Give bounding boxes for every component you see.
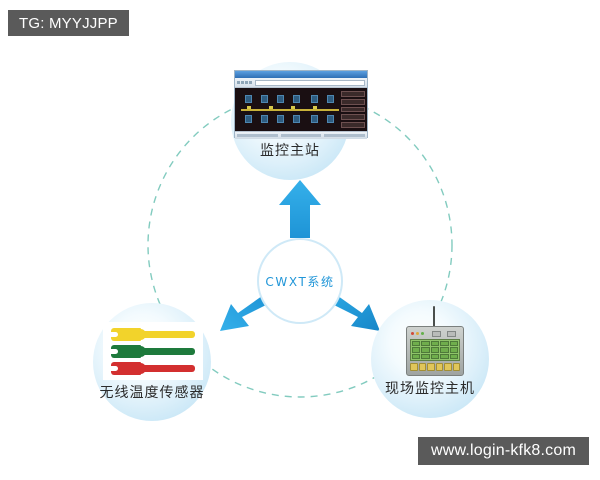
- lcd-cell: [412, 341, 421, 347]
- lcd-cell: [430, 353, 440, 359]
- host-key[interactable]: [452, 363, 460, 371]
- scada-cell: [311, 95, 318, 103]
- scada-node: [247, 106, 251, 109]
- arrow-hub-to-sensor: [220, 296, 268, 331]
- toolbar-icon: [237, 81, 240, 84]
- status-segment: [280, 134, 322, 137]
- host-lcd-screen: [410, 339, 460, 361]
- toolbar-icon: [245, 81, 248, 84]
- lcd-cell: [440, 347, 449, 353]
- scada-node: [291, 106, 295, 109]
- monitor-toolbar: [235, 78, 367, 88]
- host-indicator-bar: [410, 330, 460, 337]
- scada-alarm-row: [341, 106, 365, 113]
- scada-cell: [261, 115, 268, 123]
- tag-watermark-badge: TG: MYYJJPP: [8, 10, 129, 36]
- lcd-cell: [421, 347, 430, 353]
- clamp-notch: [111, 349, 118, 354]
- host-keypad[interactable]: [410, 363, 460, 371]
- clamp-head: [111, 328, 141, 341]
- lcd-cell: [449, 353, 458, 359]
- scada-alarm-panel: [341, 91, 365, 128]
- scada-cell: [245, 115, 252, 123]
- system-hub-circle[interactable]: CWXT系统: [257, 238, 343, 324]
- clamp-tail: [139, 331, 195, 338]
- scada-cell: [293, 95, 300, 103]
- host-keyblock: [447, 330, 456, 337]
- sensor-clamp-yellow: [111, 328, 195, 341]
- node-label-field-monitoring-host: 现场监控主机: [385, 381, 475, 397]
- clamp-tail: [139, 365, 195, 372]
- scada-alarm-row: [341, 91, 365, 97]
- scada-cell: [277, 115, 284, 123]
- toolbar-icon: [249, 81, 252, 84]
- status-led-red: [411, 332, 414, 335]
- lcd-cell: [449, 341, 458, 347]
- scada-cell: [293, 115, 300, 123]
- clamp-notch: [111, 332, 118, 337]
- site-watermark-badge: www.login-kfk8.com: [418, 437, 589, 465]
- arrow-hub-to-master: [279, 180, 321, 238]
- host-keyblock: [432, 330, 441, 337]
- sensor-clamp-red: [111, 362, 195, 375]
- scada-screen: [235, 88, 367, 131]
- monitor-address-bar: [255, 79, 365, 86]
- status-segment: [324, 134, 366, 137]
- scada-cell: [327, 115, 334, 123]
- scada-alarm-row: [341, 114, 365, 121]
- scada-alarm-row: [341, 98, 365, 105]
- scada-cell: [327, 95, 334, 103]
- system-hub-label: CWXT系统: [265, 274, 335, 289]
- clamp-head: [111, 362, 141, 375]
- scada-cell: [245, 95, 252, 103]
- host-key[interactable]: [435, 363, 443, 371]
- monitor-statusbar: [235, 131, 367, 139]
- host-key[interactable]: [427, 363, 435, 371]
- lcd-cell: [449, 347, 458, 353]
- arrow-hub-to-host: [332, 296, 380, 331]
- status-segment: [237, 134, 278, 137]
- scada-cell: [311, 115, 318, 123]
- wireless-temperature-sensor-icon: [103, 322, 203, 380]
- scada-alarm-row: [341, 122, 365, 128]
- lcd-cell: [430, 347, 440, 353]
- lcd-cell: [412, 353, 421, 359]
- lcd-cell: [421, 353, 430, 359]
- clamp-tail: [139, 348, 195, 355]
- monitor-titlebar: [235, 71, 367, 78]
- toolbar-icon: [241, 81, 244, 84]
- scada-cell: [261, 95, 268, 103]
- scada-busbar: [241, 109, 339, 111]
- lcd-cell: [412, 347, 421, 353]
- lcd-cell: [440, 353, 449, 359]
- lcd-cell: [421, 341, 430, 347]
- host-key[interactable]: [418, 363, 426, 371]
- scada-node: [313, 106, 317, 109]
- desktop-monitor-icon: [234, 70, 368, 139]
- scada-cell: [277, 95, 284, 103]
- antenna-icon: [433, 306, 435, 327]
- sensor-clamp-green: [111, 345, 195, 358]
- host-key[interactable]: [410, 363, 418, 371]
- host-key[interactable]: [444, 363, 452, 371]
- lcd-cell: [430, 341, 440, 347]
- scada-node: [269, 106, 273, 109]
- clamp-head: [111, 345, 141, 358]
- lcd-cell: [440, 341, 449, 347]
- clamp-notch: [111, 366, 118, 371]
- node-label-wireless-temperature-sensor: 无线温度传感器: [99, 385, 205, 401]
- node-label-monitoring-master-station: 监控主站: [260, 143, 320, 159]
- field-monitoring-host-icon: [406, 326, 464, 376]
- status-led-amber: [416, 332, 419, 335]
- status-led-green: [421, 332, 424, 335]
